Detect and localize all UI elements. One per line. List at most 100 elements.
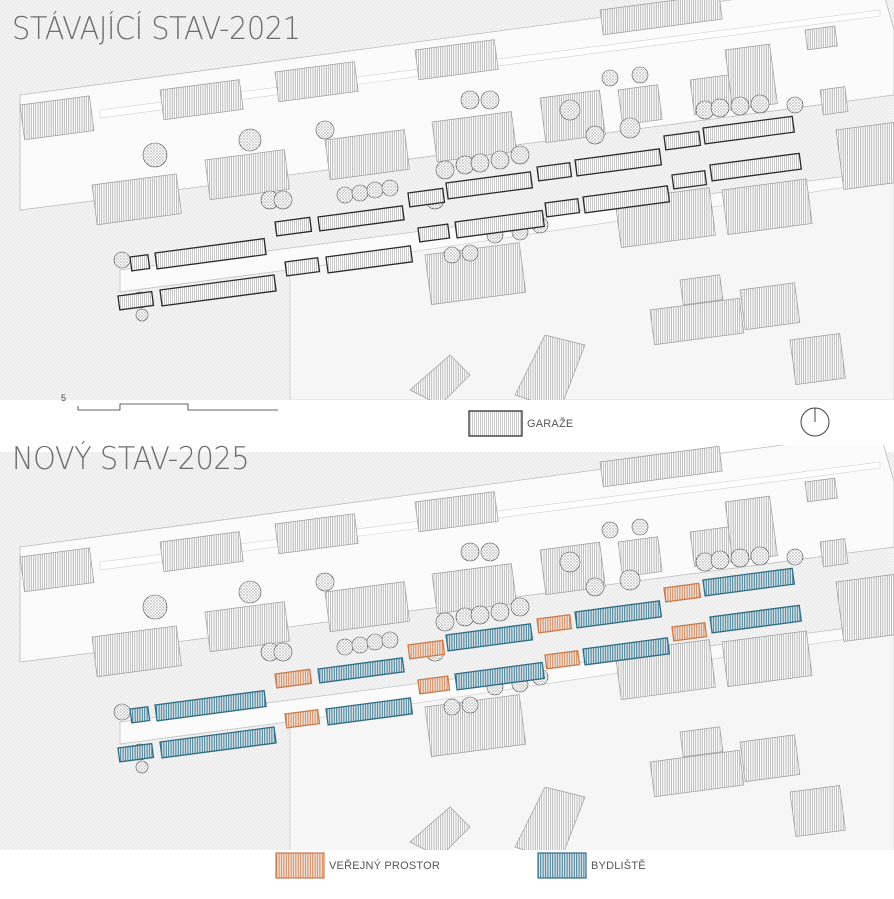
housing-unit (317, 657, 405, 684)
building (724, 43, 778, 110)
garage (129, 253, 151, 272)
tree (710, 98, 730, 118)
tree (786, 548, 804, 566)
garage (117, 290, 155, 311)
tree (113, 251, 131, 269)
building (91, 173, 182, 226)
tree (366, 181, 384, 199)
garage (154, 237, 267, 270)
garage (536, 161, 573, 182)
legend-garages-swatch (468, 410, 523, 437)
building (324, 581, 410, 633)
tree (443, 698, 461, 716)
plan-title-2021: STÁVAJÍCÍ STAV-2021 (12, 11, 301, 47)
building (159, 531, 244, 573)
garage (709, 152, 803, 182)
garage (274, 216, 313, 237)
tree (585, 125, 605, 145)
garage (663, 130, 702, 151)
tree (135, 308, 149, 322)
public-space-unit (274, 668, 313, 689)
legend-housing-swatch (537, 852, 587, 879)
tree (238, 580, 262, 604)
garage (284, 256, 321, 277)
public-space-unit (663, 582, 702, 603)
building (617, 84, 663, 126)
public-space-unit (544, 649, 581, 670)
garage (445, 171, 534, 200)
building (789, 333, 846, 385)
building (679, 274, 724, 306)
building (414, 39, 499, 81)
housing-unit (702, 567, 796, 597)
building (204, 601, 290, 653)
building (514, 786, 586, 850)
building (724, 495, 778, 562)
tree (619, 569, 641, 591)
building (599, 445, 723, 488)
tree (460, 90, 480, 110)
building (819, 86, 849, 116)
building (599, 0, 723, 36)
tree (750, 546, 770, 566)
housing-unit (574, 600, 663, 629)
building (739, 734, 801, 783)
tree (510, 597, 530, 617)
tree (460, 542, 480, 562)
tree (559, 99, 581, 121)
public-space-unit (536, 613, 573, 634)
tree (435, 612, 455, 632)
tree (366, 633, 384, 651)
building (324, 129, 410, 181)
housing-unit (709, 604, 803, 634)
garage (325, 245, 414, 274)
housing-unit (129, 705, 151, 724)
building (409, 354, 471, 400)
building (835, 574, 894, 642)
building (789, 785, 846, 837)
building (409, 806, 471, 850)
tree (142, 594, 168, 620)
public-space-unit (284, 708, 321, 729)
building (19, 95, 95, 141)
building (679, 726, 724, 758)
building (835, 122, 894, 190)
building (274, 513, 359, 555)
housing-unit (159, 726, 277, 759)
plan-2025-base (0, 445, 894, 850)
housing-unit (582, 637, 671, 666)
building (739, 282, 801, 331)
tree (142, 142, 168, 168)
housing-unit (325, 697, 414, 726)
garage (544, 197, 581, 218)
tree (351, 184, 369, 202)
garage (454, 209, 546, 239)
legend-public-space-label: VEŘEJNÝ PROSTOR (329, 860, 440, 872)
building (721, 630, 813, 687)
legend-garages-label: GARAŽE (527, 418, 574, 430)
garage (574, 148, 663, 177)
housing-unit (154, 689, 267, 722)
housing-unit (117, 742, 155, 763)
tree (786, 96, 804, 114)
building (19, 547, 95, 593)
tree (710, 550, 730, 570)
building (804, 25, 838, 51)
tree (461, 696, 479, 714)
garage (702, 115, 796, 145)
building (204, 149, 290, 201)
north-arrow-icon (800, 407, 830, 437)
legend-public-space-swatch (275, 852, 325, 879)
public-space-unit (407, 639, 446, 660)
building (804, 477, 838, 503)
garage (407, 187, 446, 208)
tree (559, 551, 581, 573)
tree (113, 703, 131, 721)
garage (317, 205, 405, 232)
garage (417, 223, 451, 243)
tree (480, 542, 500, 562)
building (649, 749, 745, 798)
tree (470, 153, 490, 173)
tree (601, 521, 619, 539)
public-space-unit (417, 675, 451, 695)
